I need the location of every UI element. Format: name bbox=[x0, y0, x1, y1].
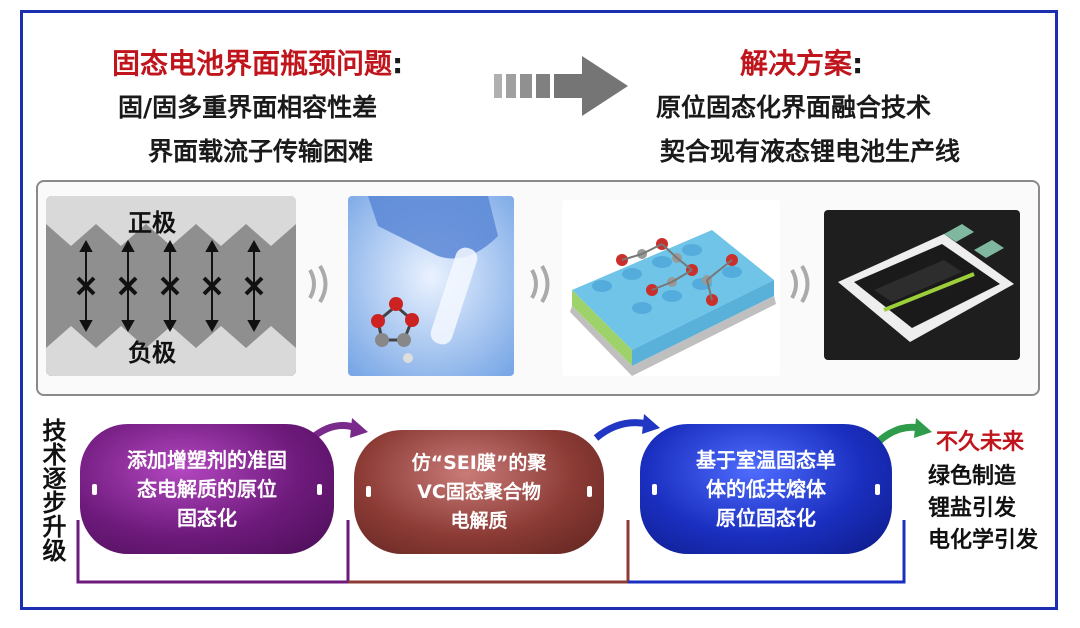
step-1-line-3: 固态化 bbox=[127, 504, 287, 533]
signal-wave-icon bbox=[526, 262, 562, 306]
step-3-line-1: 基于室温固态单 bbox=[696, 446, 836, 475]
tech-upgrade-vertical-label: 技术逐步升级 bbox=[36, 418, 66, 562]
step-2-pill: 仿“SEI膜”的聚 VC固态聚合物 电解质 bbox=[354, 430, 604, 554]
pill-dot bbox=[317, 484, 322, 495]
pill-dot bbox=[92, 484, 97, 495]
step-2-line-3: 电解质 bbox=[412, 507, 547, 536]
pill-dot bbox=[366, 486, 371, 497]
solution-title-text: 解决方案 bbox=[740, 47, 852, 80]
step-1-line-2: 态电解质的原位 bbox=[127, 475, 287, 504]
future-item-3: 电化学引发 bbox=[928, 522, 1038, 554]
solution-line-2: 契合现有液态锂电池生产线 bbox=[660, 132, 960, 168]
problem-line-1: 固/固多重界面相容性差 bbox=[118, 88, 377, 124]
step-2-line-1: 仿“SEI膜”的聚 bbox=[412, 449, 547, 478]
future-title: 不久未来 bbox=[936, 424, 1024, 456]
future-item-2: 锂盐引发 bbox=[928, 490, 1016, 522]
solution-line-1: 原位固态化界面融合技术 bbox=[656, 88, 931, 124]
step-3-text: 基于室温固态单 体的低共熔体 原位固态化 bbox=[696, 446, 836, 533]
pill-dot bbox=[652, 484, 657, 495]
solution-title-colon: : bbox=[852, 47, 863, 80]
step-1-text: 添加增塑剂的准固 态电解质的原位 固态化 bbox=[127, 446, 287, 533]
pill-dot bbox=[587, 486, 592, 497]
vial-photo bbox=[348, 196, 514, 376]
signal-wave-icon bbox=[786, 262, 822, 306]
problem-line-2: 界面载流子传输困难 bbox=[148, 132, 373, 168]
problem-title: 固态电池界面瓶颈问题: bbox=[112, 42, 403, 82]
polymer-layer-illustration bbox=[562, 200, 780, 376]
step-2-line-2: VC固态聚合物 bbox=[412, 478, 547, 507]
step-1-pill: 添加增塑剂的准固 态电解质的原位 固态化 bbox=[80, 424, 334, 554]
future-item-1: 绿色制造 bbox=[928, 458, 1016, 490]
pill-dot bbox=[875, 484, 880, 495]
step-3-line-2: 体的低共熔体 bbox=[696, 475, 836, 504]
step-3-pill: 基于室温固态单 体的低共熔体 原位固态化 bbox=[640, 424, 892, 554]
problem-title-colon: : bbox=[392, 47, 403, 80]
big-right-arrow-icon bbox=[494, 56, 628, 116]
step-3-line-3: 原位固态化 bbox=[696, 504, 836, 533]
step-1-line-1: 添加增塑剂的准固 bbox=[127, 446, 287, 475]
signal-wave-icon bbox=[304, 262, 340, 306]
negative-electrode-label: 负极 bbox=[128, 333, 176, 368]
problem-title-text: 固态电池界面瓶颈问题 bbox=[112, 47, 392, 80]
solution-title: 解决方案: bbox=[740, 42, 863, 82]
positive-electrode-label: 正极 bbox=[128, 203, 176, 238]
pouch-cell-photo bbox=[824, 210, 1020, 360]
step-2-text: 仿“SEI膜”的聚 VC固态聚合物 电解质 bbox=[412, 449, 547, 536]
